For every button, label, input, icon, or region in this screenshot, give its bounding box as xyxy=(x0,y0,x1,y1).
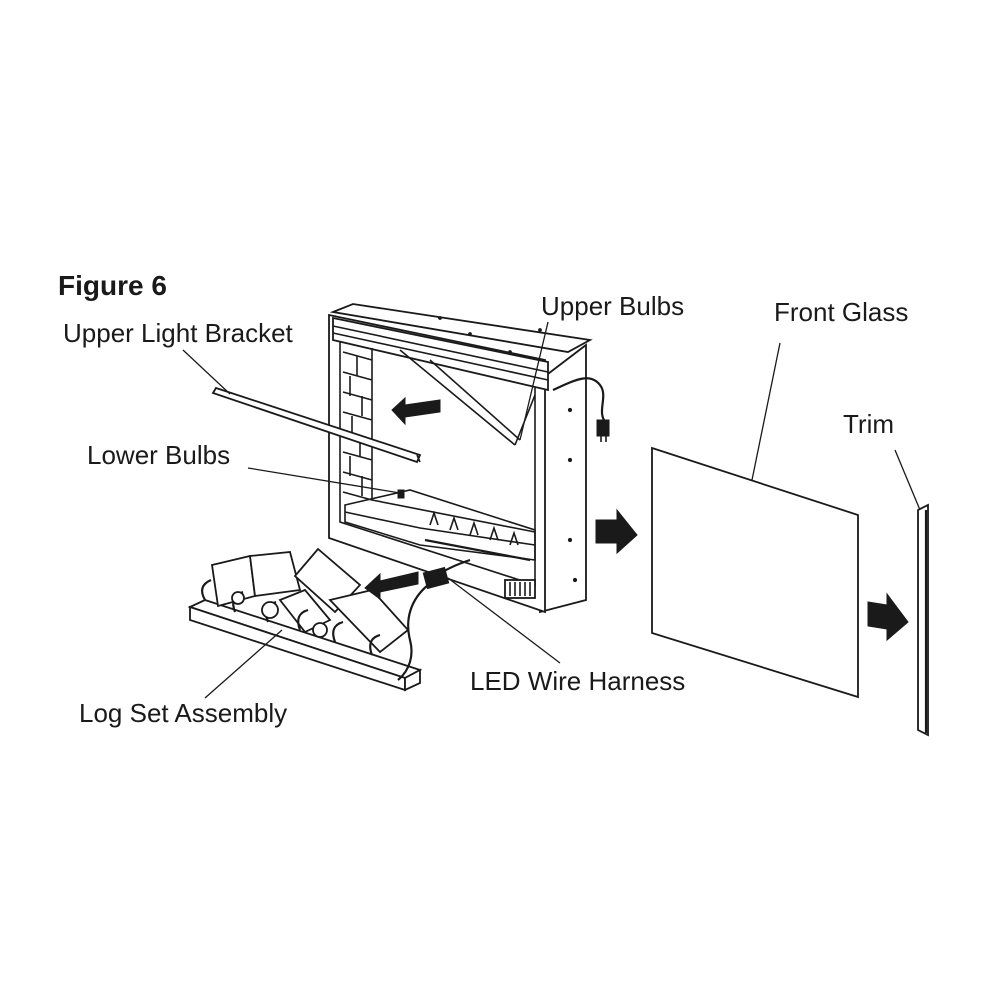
firebox-top-strip xyxy=(332,316,549,392)
label-front-glass: Front Glass xyxy=(774,297,909,327)
figure-title: Figure 6 xyxy=(58,270,167,301)
log-4 xyxy=(328,589,410,654)
front-glass xyxy=(651,446,859,699)
power-cord xyxy=(552,377,606,421)
arrow-front-glass xyxy=(595,508,638,555)
harness-connector xyxy=(422,566,450,590)
log-2 xyxy=(248,551,302,598)
log-set-assembly xyxy=(187,547,423,692)
ember-tray xyxy=(344,489,536,561)
arrow-trim xyxy=(867,592,909,642)
leader-led-wire-harness xyxy=(447,577,561,664)
label-upper-light-bracket: Upper Light Bracket xyxy=(63,318,293,348)
label-log-set-assembly: Log Set Assembly xyxy=(79,698,288,728)
leader-front-glass xyxy=(751,342,781,481)
leader-upper-bulbs xyxy=(519,321,549,441)
side-screws xyxy=(438,316,578,583)
label-lower-bulbs: Lower Bulbs xyxy=(87,440,231,470)
arrow-upper-bracket xyxy=(391,396,441,426)
vent-grille xyxy=(504,579,536,599)
label-led-wire-harness: LED Wire Harness xyxy=(470,666,686,696)
arrow-log-set xyxy=(364,571,419,600)
trim xyxy=(917,503,929,737)
firebox-insert xyxy=(328,303,610,614)
led-wire-harness xyxy=(397,558,471,681)
log-grate xyxy=(200,578,381,656)
leader-upper-light-bracket xyxy=(182,349,231,395)
upper-light-bracket xyxy=(211,386,422,464)
power-plug xyxy=(596,419,610,437)
label-trim: Trim xyxy=(843,409,895,439)
leader-log-set-assembly xyxy=(204,629,283,699)
lower-bulb-sockets xyxy=(397,489,531,562)
leader-trim xyxy=(894,449,921,511)
leader-lower-bulbs xyxy=(247,467,401,494)
firebox-top xyxy=(329,303,593,353)
label-upper-bulbs: Upper Bulbs xyxy=(541,291,685,321)
